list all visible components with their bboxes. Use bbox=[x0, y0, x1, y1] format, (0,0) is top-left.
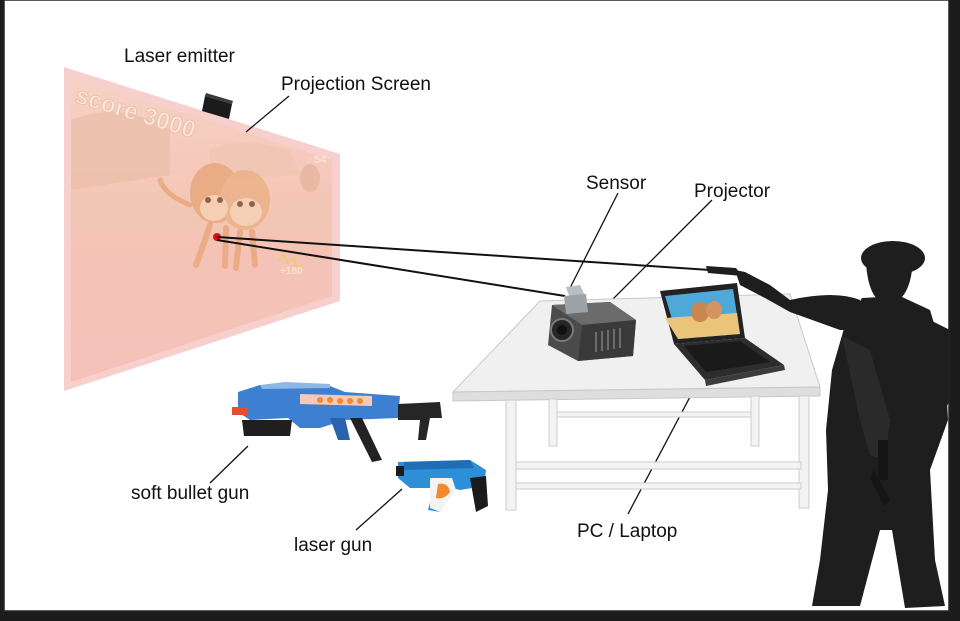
label-laser-gun: laser gun bbox=[294, 535, 373, 556]
laser-gun-icon bbox=[396, 460, 488, 512]
laser-emitter-icon bbox=[202, 93, 233, 119]
label-projector: Projector bbox=[694, 181, 771, 202]
laser-beams bbox=[216, 236, 711, 297]
projector-icon bbox=[548, 302, 636, 361]
monkey-icon bbox=[157, 163, 270, 271]
label-soft-bullet-gun: soft bullet gun bbox=[131, 483, 250, 504]
leader-lines bbox=[209, 95, 713, 531]
soft-bullet-gun-icon bbox=[232, 382, 442, 462]
screen-hit-text: +180 bbox=[280, 266, 303, 277]
screen-corner-text: 54 bbox=[314, 154, 327, 166]
projection-screen: score 3000 54 +180 bbox=[64, 67, 340, 391]
label-sensor: Sensor bbox=[586, 173, 647, 194]
label-laser-emitter: Laser emitter bbox=[124, 46, 235, 67]
label-pc-laptop: PC / Laptop bbox=[577, 521, 678, 542]
sensor-icon bbox=[564, 285, 588, 314]
label-projection-screen: Projection Screen bbox=[281, 74, 431, 95]
laptop-icon bbox=[660, 283, 785, 386]
soldier-icon bbox=[706, 241, 950, 608]
panel-border bbox=[3, 0, 950, 612]
